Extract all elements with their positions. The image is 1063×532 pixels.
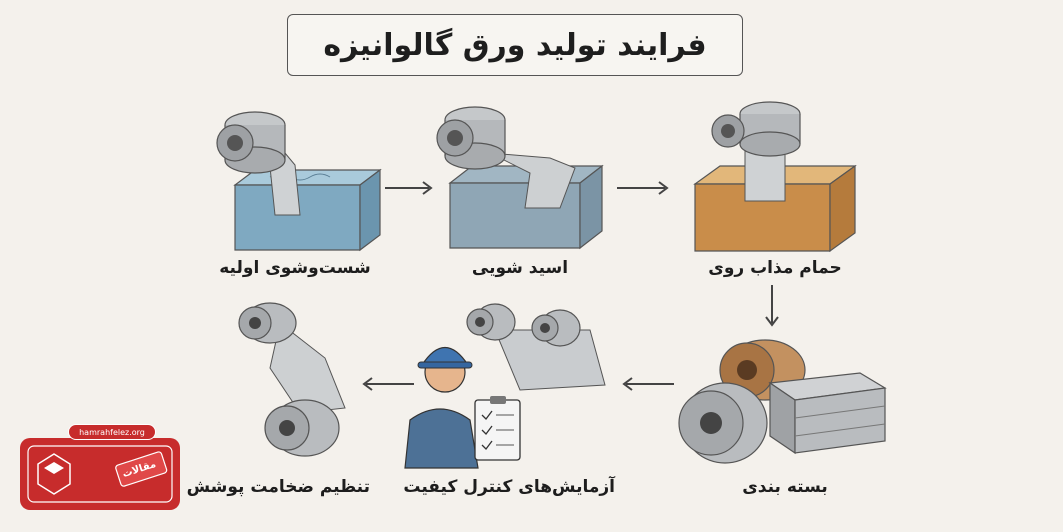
watermark-badge (20, 438, 180, 510)
quality-control-illustration (404, 303, 606, 469)
arrow-right-1 (385, 181, 433, 195)
stage-label-zinc-bath: حمام مذاب روی (708, 258, 842, 278)
stage-label-coating-thickness: تنظیم ضخامت پوشش (186, 477, 370, 497)
arrow-left-1 (622, 377, 674, 391)
arrow-right-2 (617, 181, 669, 195)
packaging-illustration (678, 339, 887, 464)
stage-label-initial-wash: شست‌وشوی اولیه (219, 258, 371, 278)
coating-thickness-illustration (238, 302, 346, 457)
arrow-down (765, 285, 779, 327)
watermark-url: hamrahfelez.org (68, 424, 156, 440)
arrow-left-2 (362, 377, 414, 391)
acid-pickling-illustration (436, 106, 604, 250)
page-title: فرایند تولید ورق گالوانیزه (323, 27, 707, 63)
stage-label-acid-pickling: اسید شویی (471, 258, 569, 278)
zinc-bath-illustration (693, 101, 857, 253)
stage-label-packaging: بسته بندی (742, 477, 828, 497)
title-box: فرایند تولید ورق گالوانیزه (287, 14, 743, 76)
initial-wash-illustration (216, 111, 382, 252)
stage-label-quality-control: آزمایش‌های کنترل کیفیت (403, 477, 615, 497)
